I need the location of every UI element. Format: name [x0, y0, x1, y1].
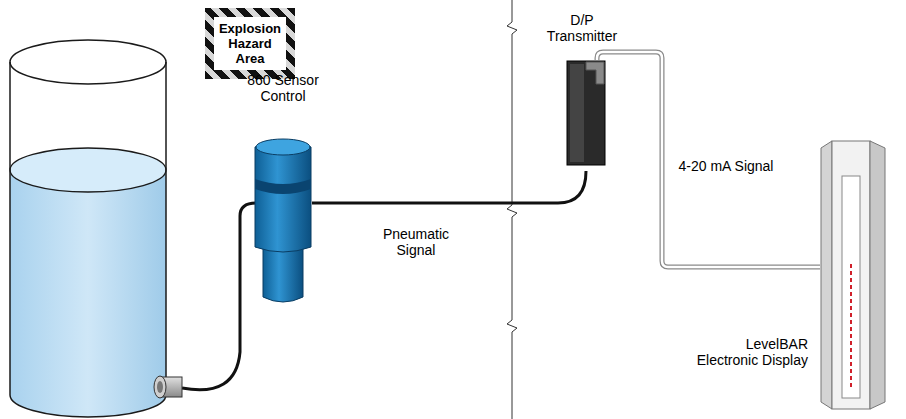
component-label: 860 Sensor Control	[233, 72, 333, 104]
tank-fitting	[154, 376, 182, 398]
pipe	[182, 203, 256, 390]
sensor-control-symbol	[254, 135, 312, 309]
transmitter-symbol	[566, 60, 606, 170]
area-boundary	[507, 0, 517, 419]
signal-cable	[597, 52, 820, 267]
display-node: LevelBAR Electronic Display	[680, 140, 892, 412]
component-label: D/P Transmitter	[540, 12, 624, 44]
signal-label: Pneumatic Signal	[376, 226, 456, 258]
warning-text: Explosion Hazard Area	[216, 21, 284, 66]
sensor-node: 860 Sensor Control	[233, 72, 333, 307]
pneumatic-line	[312, 171, 586, 203]
tank	[10, 40, 166, 417]
signal-label: 4-20 mA Signal	[676, 158, 776, 174]
hazard-sign: Explosion Hazard Area	[205, 8, 295, 79]
display-symbol	[820, 140, 886, 414]
component-label: LevelBAR Electronic Display	[684, 336, 808, 368]
transmitter-node: D/P Transmitter	[540, 12, 624, 172]
